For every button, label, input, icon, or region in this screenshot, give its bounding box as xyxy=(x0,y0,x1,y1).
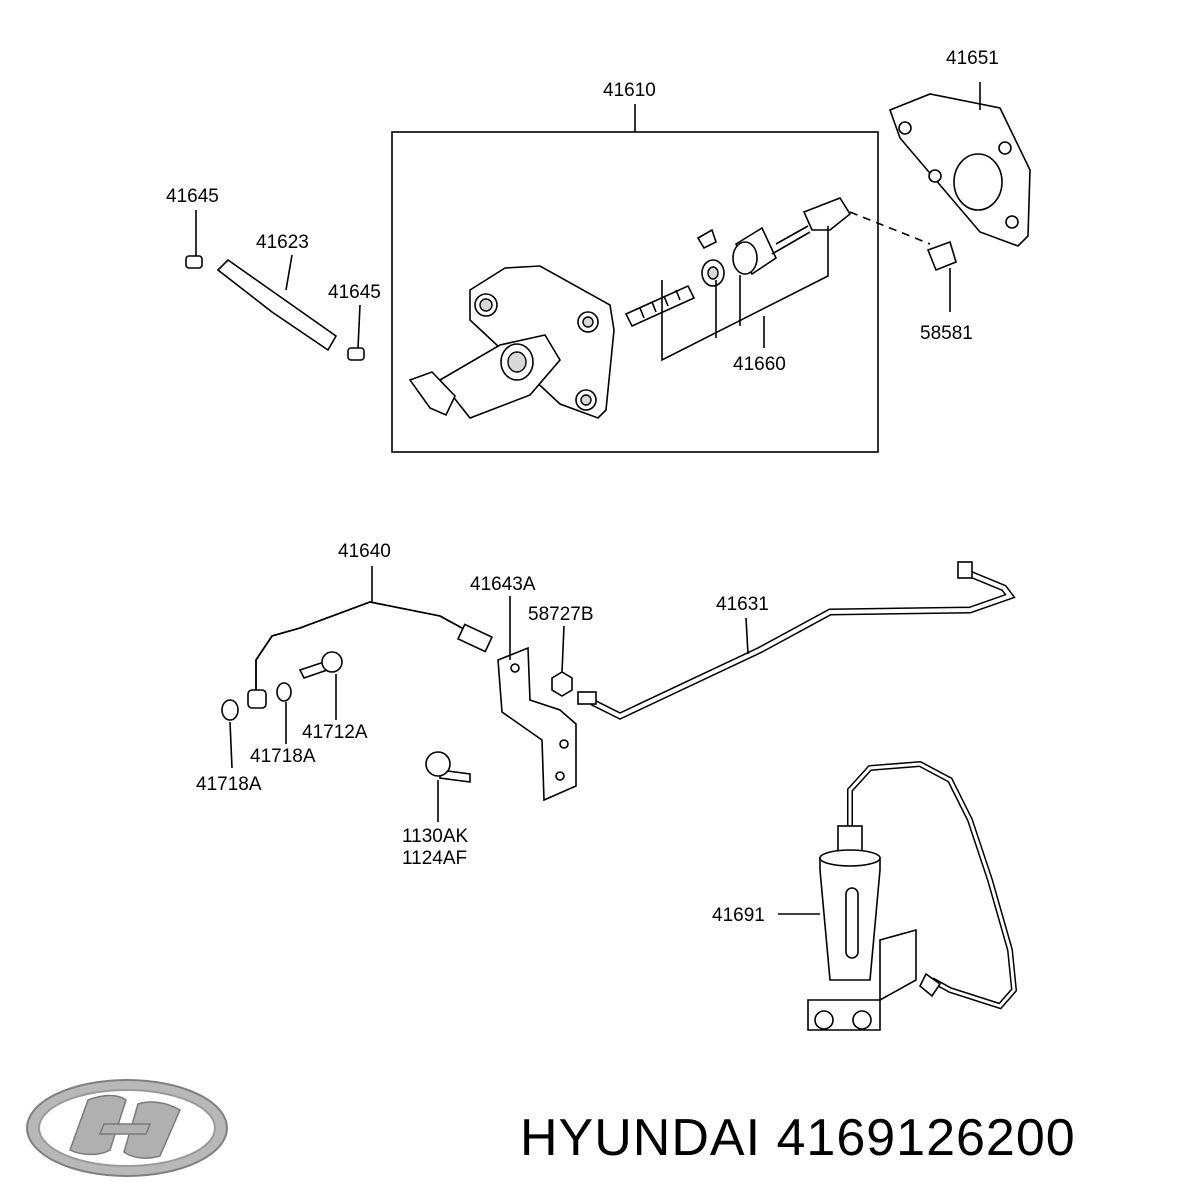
part-labels: 41610 41651 41645 41623 41645 41660 5858… xyxy=(166,48,999,926)
hose-bracket xyxy=(425,596,577,822)
banjo-bolt-washers xyxy=(221,651,343,769)
label-58727B: 58727B xyxy=(528,604,594,625)
label-41610: 41610 xyxy=(603,80,656,101)
label-41640: 41640 xyxy=(338,541,391,562)
reservoir-hose-and-clamps xyxy=(185,210,365,361)
footer-part-caption: HYUNDAI 4169126200 xyxy=(520,1108,1076,1168)
push-rod-parts xyxy=(624,197,852,362)
label-1124AF: 1124AF xyxy=(402,848,467,869)
gasket-plate xyxy=(888,82,1031,247)
label-41645-right: 41645 xyxy=(328,282,381,303)
brand-name: HYUNDAI xyxy=(520,1109,762,1167)
label-1130AK: 1130AK xyxy=(402,826,469,847)
master-cylinder-body xyxy=(408,265,615,419)
label-41660: 41660 xyxy=(733,354,786,375)
label-41712A: 41712A xyxy=(302,722,368,743)
label-41643A: 41643A xyxy=(470,574,536,595)
label-41645-top: 41645 xyxy=(166,186,219,207)
pin-58581 xyxy=(849,211,957,312)
clutch-pipe xyxy=(577,561,1016,720)
nut-58727B xyxy=(551,625,573,697)
label-41718A-lower: 41718A xyxy=(196,774,262,795)
part-number: 4169126200 xyxy=(776,1109,1076,1167)
release-cylinder xyxy=(778,760,1018,1031)
master-cylinder-assembly-box xyxy=(391,104,879,453)
label-41718A-upper: 41718A xyxy=(250,746,316,767)
label-41623: 41623 xyxy=(256,232,309,253)
label-58581: 58581 xyxy=(920,323,973,344)
label-41691: 41691 xyxy=(712,905,765,926)
clutch-hose xyxy=(247,566,494,709)
hyundai-logo xyxy=(26,1079,228,1177)
label-41631: 41631 xyxy=(716,594,769,615)
label-41651: 41651 xyxy=(946,48,999,69)
